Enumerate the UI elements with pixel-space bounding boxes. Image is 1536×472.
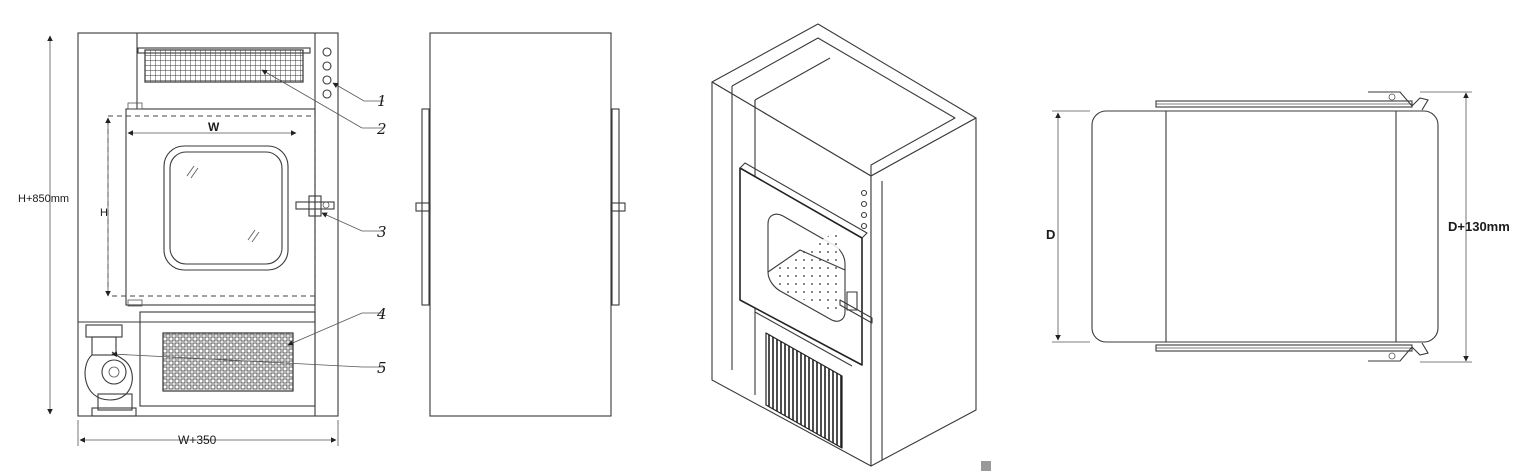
- callout-4: 4: [376, 305, 387, 323]
- overall-height-label: H+850mm: [18, 193, 69, 205]
- small-square-mark: [981, 461, 991, 471]
- door-width-label: W: [208, 120, 220, 134]
- door-height-label: H: [100, 207, 108, 219]
- top-view: [1052, 91, 1472, 363]
- isometric-view: [711, 23, 977, 467]
- callout-5: 5: [377, 359, 387, 377]
- callout-3: 3: [377, 223, 387, 241]
- callout-1: 1: [377, 92, 387, 110]
- overall-width-label: W+350: [178, 433, 217, 447]
- depth-label: D: [1046, 227, 1055, 242]
- front-view: [47, 32, 384, 446]
- overall-depth-label: D+130mm: [1448, 219, 1510, 234]
- side-view: [415, 32, 626, 417]
- callout-2: 2: [376, 120, 387, 138]
